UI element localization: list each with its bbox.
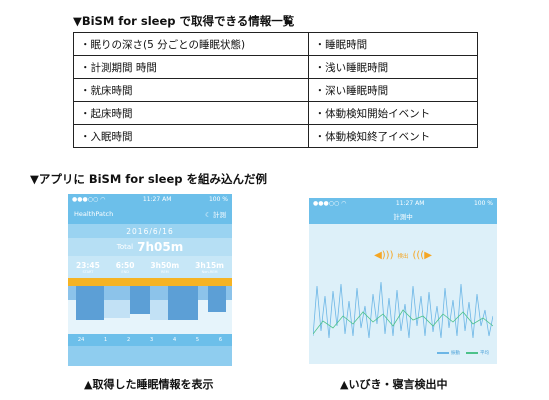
table-cell: ・起床時間 <box>73 101 309 125</box>
status-battery: 100 % <box>473 199 493 207</box>
sound-left-icon: ◀))) <box>374 250 394 261</box>
sound-detect-indicator: ◀))) 検出 (((▶ <box>309 250 497 261</box>
status-bar: ●●●○○ ◠ 11:27 AM 100 % <box>309 198 497 208</box>
caption-sleep-info: ▲取得した睡眠情報を表示 <box>84 378 214 391</box>
table-cell: ・体動検知終了イベント <box>307 124 479 148</box>
sound-label: 検出 <box>397 253 409 260</box>
table-cell: ・計測期間 時間 <box>73 55 309 79</box>
total-sleep: Total 7h05m <box>68 238 232 256</box>
table-row: ・計測期間 時間 ・浅い睡眠時間 <box>73 55 479 79</box>
status-battery: 100 % <box>208 195 228 203</box>
table-cell: ・睡眠時間 <box>307 32 479 56</box>
section-title-info-list: ▼BiSM for sleep で取得できる情報一覧 <box>73 14 295 28</box>
deep-sleep-block <box>208 286 226 312</box>
table-row: ・就床時間 ・深い睡眠時間 <box>73 78 479 102</box>
table-cell: ・体動検知開始イベント <box>307 101 479 125</box>
status-time: 11:27 AM <box>142 195 172 203</box>
status-time: 11:27 AM <box>395 199 425 207</box>
table-row: ・眠りの深さ(5 分ごとの睡眠状態) ・睡眠時間 <box>73 32 479 56</box>
sound-right-icon: (((▶ <box>412 250 432 261</box>
table-cell: ・浅い睡眠時間 <box>307 55 479 79</box>
deep-sleep-block <box>76 286 104 320</box>
rem-block <box>150 300 168 320</box>
signal-icon: ●●●○○ ◠ <box>72 195 106 203</box>
moon-icon: ☾ <box>205 211 213 219</box>
section-title-app-example: ▼アプリに BiSM for sleep を組み込んだ例 <box>30 172 267 186</box>
sleep-info-screen: ●●●○○ ◠ 11:27 AM 100 % HealthPatch ☾ 計測 … <box>68 194 232 366</box>
deep-sleep-block <box>168 286 198 320</box>
date-label: 2016/6/16 <box>68 224 232 238</box>
snore-detection-screen: ●●●○○ ◠ 11:27 AM 100 % 計測中 ◀))) 検出 (((▶ … <box>309 198 497 364</box>
sleep-depth-graph <box>68 278 232 334</box>
deep-sleep-block <box>130 286 150 314</box>
signal-icon: ●●●○○ ◠ <box>313 199 347 207</box>
measure-button[interactable]: ☾ 計測 <box>205 211 226 219</box>
table-cell: ・深い睡眠時間 <box>307 78 479 102</box>
legend-item: 振動 <box>437 350 460 356</box>
rem-block <box>104 300 130 318</box>
legend-item: 平均 <box>466 350 489 356</box>
app-header: HealthPatch ☾ 計測 <box>68 204 232 224</box>
caption-snore-detection: ▲いびき・寝言検出中 <box>340 378 448 391</box>
total-value: 7h05m <box>137 240 184 254</box>
awake-band <box>68 278 232 286</box>
status-bar: ●●●○○ ◠ 11:27 AM 100 % <box>68 194 232 204</box>
waveform-graph <box>313 281 493 339</box>
table-cell: ・眠りの深さ(5 分ごとの睡眠状態) <box>73 32 309 56</box>
app-name: HealthPatch <box>74 210 114 218</box>
table-row: ・入眠時間 ・体動検知終了イベント <box>73 124 479 148</box>
info-table: ・眠りの深さ(5 分ごとの睡眠状態) ・睡眠時間 ・計測期間 時間 ・浅い睡眠時… <box>73 32 479 148</box>
measuring-header: 計測中 <box>309 208 497 224</box>
graph-legend: 振動 平均 <box>437 350 489 356</box>
total-label: Total <box>116 243 134 251</box>
table-cell: ・入眠時間 <box>73 124 309 148</box>
table-row: ・起床時間 ・体動検知開始イベント <box>73 101 479 125</box>
table-cell: ・就床時間 <box>73 78 309 102</box>
